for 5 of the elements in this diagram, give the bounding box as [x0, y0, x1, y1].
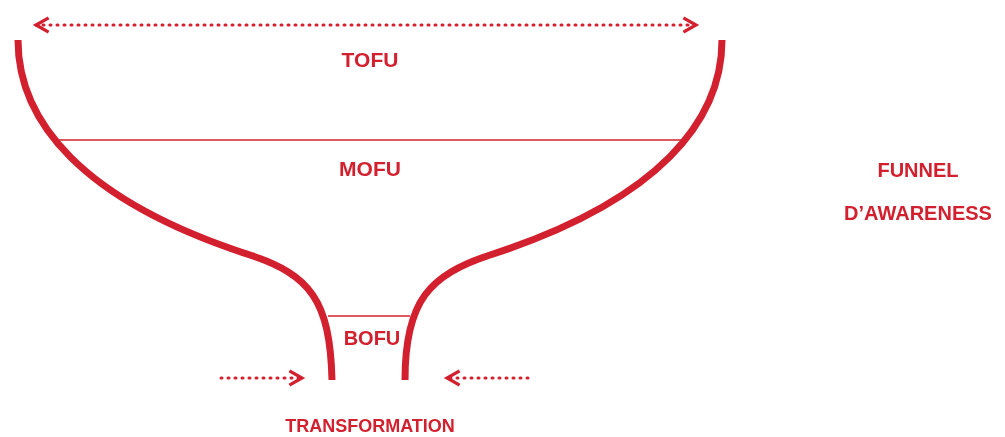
section-label: MOFU: [338, 156, 402, 182]
caption-label: TRANSFORMATION: [284, 415, 456, 437]
section-label: TOFU: [340, 47, 400, 73]
funnel-title: FUNNEL D’AWARENESS: [843, 158, 993, 226]
section-label: BOFU: [342, 326, 402, 351]
